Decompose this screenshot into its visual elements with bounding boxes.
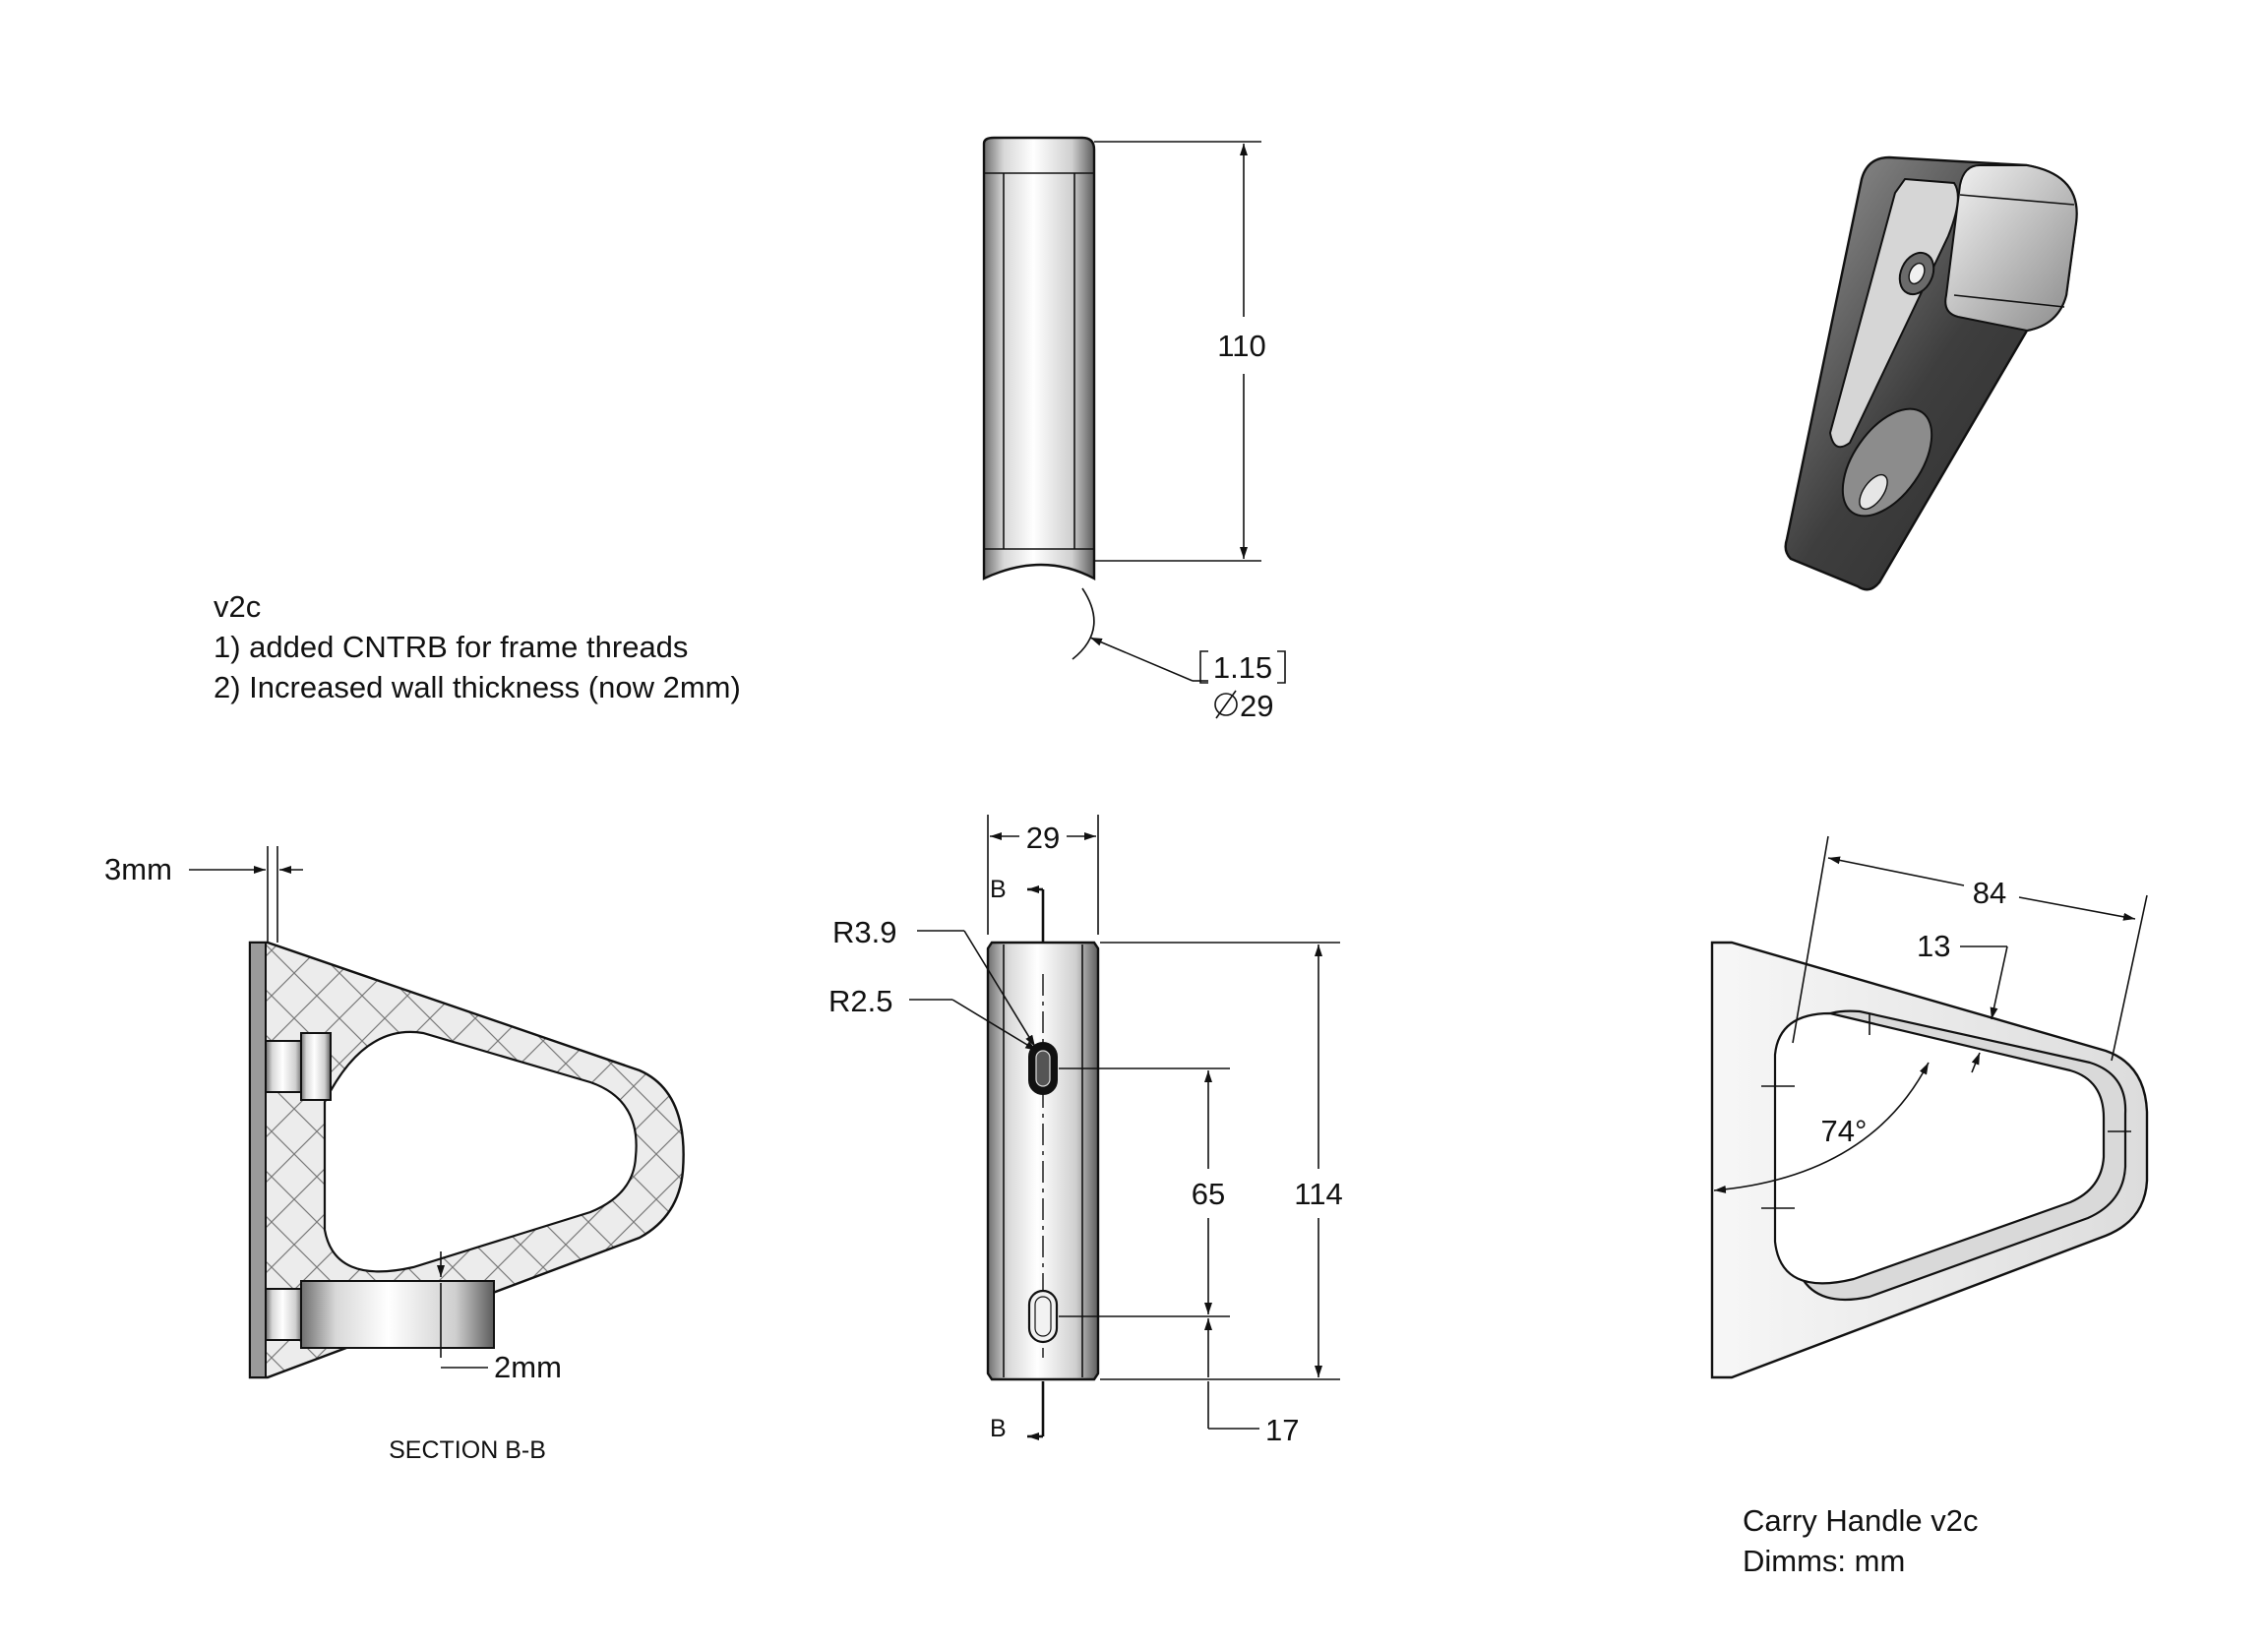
front-radius-2-dim: R2.5 (828, 984, 892, 1018)
top-view: 110 1.15 29 (982, 136, 1286, 723)
revision-note-2: 2) Increased wall thickness (now 2mm) (214, 670, 741, 704)
side-angle-dim: 74° (1821, 1114, 1868, 1148)
top-view-radius-ref: 1.15 (1213, 650, 1272, 685)
revision-notes: v2c 1) added CNTRB for frame threads 2) … (214, 589, 741, 704)
side-length-dim: 84 (1973, 876, 2006, 910)
iso-top-face (1944, 164, 2078, 333)
revision-note-1: 1) added CNTRB for frame threads (214, 630, 688, 664)
section-wall-dim: 2mm (494, 1350, 562, 1384)
top-view-diameter-dim: 29 (1240, 689, 1273, 723)
front-spacing-dim: 65 (1192, 1177, 1225, 1211)
section-offset-dim: 3mm (104, 852, 172, 886)
front-height-dim: 114 (1294, 1177, 1342, 1211)
section-mark-top: B (990, 876, 1007, 903)
front-slot-lower (1027, 1289, 1059, 1344)
section-cutout (323, 1030, 638, 1273)
section-bolt-upper (265, 1032, 332, 1101)
drawing-units: Dimms: mm (1743, 1544, 1905, 1578)
front-bottom-dim: 17 (1265, 1413, 1299, 1447)
section-mark-bottom: B (990, 1415, 1007, 1442)
front-radius-1-dim: R3.9 (832, 915, 896, 949)
front-view: B B 29 R3.9 R2.5 65 114 17 (828, 815, 1343, 1447)
side-offset-dim: 13 (1917, 929, 1950, 963)
top-view-height-dim: 110 (1217, 329, 1265, 363)
top-view-body (982, 136, 1096, 581)
drawing-title: Carry Handle v2c (1743, 1503, 1978, 1538)
side-view: 84 13 74° (1710, 835, 2149, 1379)
iso-inner-groove (1828, 177, 1959, 449)
section-view: 3mm 2mm SECTION B-B (104, 846, 685, 1464)
front-width-dim: 29 (1026, 821, 1060, 855)
title-block: Carry Handle v2c Dimms: mm (1743, 1503, 1978, 1578)
revision-version: v2c (214, 589, 261, 624)
isometric-view (1784, 155, 2078, 591)
section-label: SECTION B-B (389, 1436, 546, 1464)
section-plate (249, 942, 267, 1378)
section-bolt-lower (265, 1280, 495, 1349)
diameter-icon (1214, 690, 1238, 719)
